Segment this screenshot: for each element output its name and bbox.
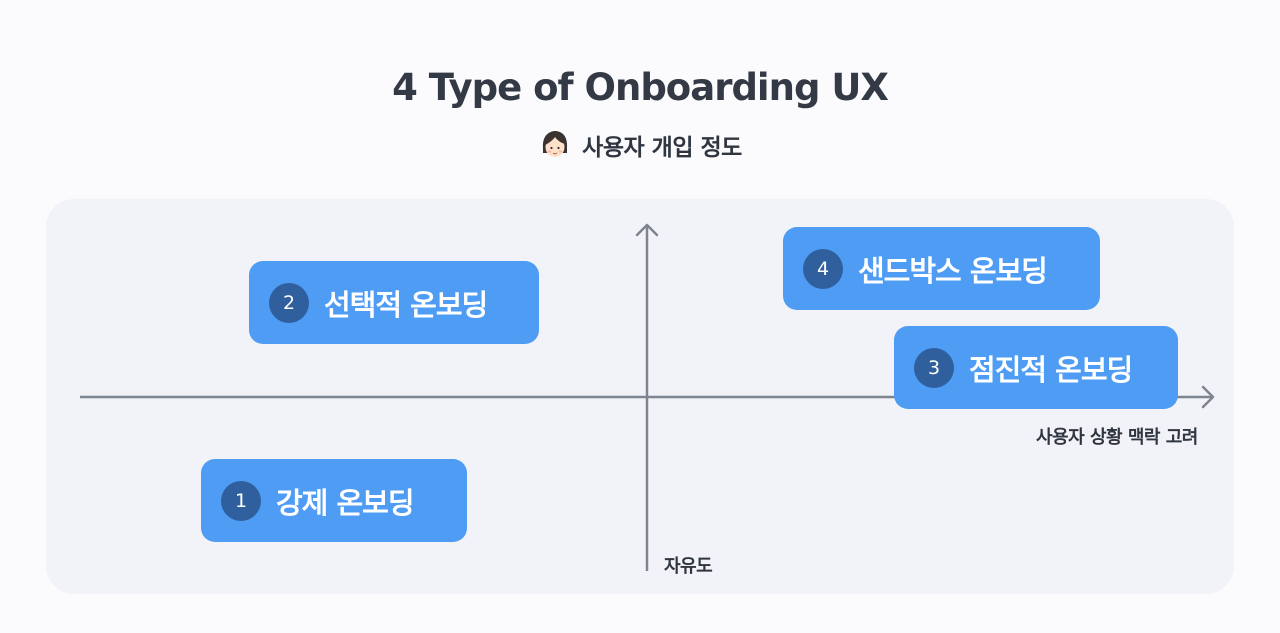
subtitle: 사용자 개입 정도 [0, 128, 1280, 162]
onboarding-card-progressive: 3 점진적 온보딩 [894, 326, 1178, 409]
diagram-title: 4 Type of Onboarding UX [392, 66, 889, 109]
number-badge: 2 [269, 282, 309, 323]
card-label: 선택적 온보딩 [324, 287, 488, 322]
number-badge: 3 [914, 347, 954, 388]
onboarding-card-forced: 1 강제 온보딩 [201, 459, 467, 542]
woman-face-icon [538, 128, 572, 162]
x-axis-label: 사용자 상황 맥락 고려 [1036, 427, 1198, 448]
card-label: 샌드박스 온보딩 [858, 253, 1048, 288]
card-label: 강제 온보딩 [276, 485, 414, 520]
x-axis-arrow [1201, 385, 1215, 409]
number-badge: 4 [803, 248, 843, 289]
y-axis-arrow [635, 223, 659, 237]
y-axis-label: 자유도 [664, 556, 713, 577]
number-badge: 1 [221, 480, 261, 521]
onboarding-card-sandbox: 4 샌드박스 온보딩 [783, 227, 1100, 310]
subtitle-text: 사용자 개입 정도 [582, 135, 742, 161]
card-label: 점진적 온보딩 [969, 352, 1133, 387]
onboarding-card-selective: 2 선택적 온보딩 [249, 261, 539, 344]
